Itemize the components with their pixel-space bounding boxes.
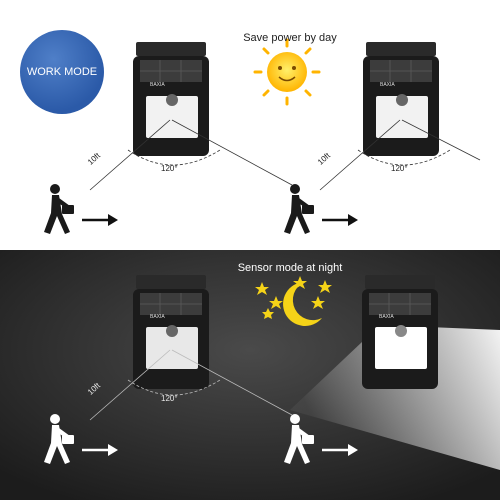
walking-person-icon xyxy=(44,414,74,464)
day-caption: Save power by day xyxy=(243,32,337,44)
sun-icon xyxy=(253,38,321,106)
brand-label: BAXIA xyxy=(380,82,395,88)
motion-sensor xyxy=(166,94,178,106)
detection-zone-night xyxy=(89,349,293,421)
brand-label: BAXIA xyxy=(379,314,394,320)
moon-icon xyxy=(283,282,322,326)
work-mode-badge: WORK MODE xyxy=(20,30,104,114)
night-caption: Sensor mode at night xyxy=(237,262,343,274)
solar-lamp-day-right xyxy=(363,42,439,156)
light-beam xyxy=(290,325,500,470)
walking-person-icon xyxy=(284,184,314,234)
arrow-right-icon xyxy=(82,444,118,456)
stars-icon xyxy=(255,276,332,319)
arrow-right-icon xyxy=(322,214,358,226)
solar-lamp-day-left xyxy=(133,42,209,156)
detection-zone-day xyxy=(89,119,481,191)
solar-lamp-night-left xyxy=(133,275,209,389)
arrow-right-icon xyxy=(82,214,118,226)
arrow-right-icon xyxy=(322,444,358,456)
angle-label: 120° xyxy=(161,164,178,173)
walking-person-icon xyxy=(44,184,74,234)
walking-person-icon xyxy=(284,414,314,464)
brand-label: BAXIA xyxy=(150,314,165,320)
angle-label: 120° xyxy=(161,394,178,403)
motion-sensor xyxy=(396,94,408,106)
solar-lamp-night-right xyxy=(362,275,438,389)
brand-label: BAXIA xyxy=(150,82,165,88)
angle-label: 120° xyxy=(391,164,408,173)
work-mode-label: WORK MODE xyxy=(26,66,98,78)
